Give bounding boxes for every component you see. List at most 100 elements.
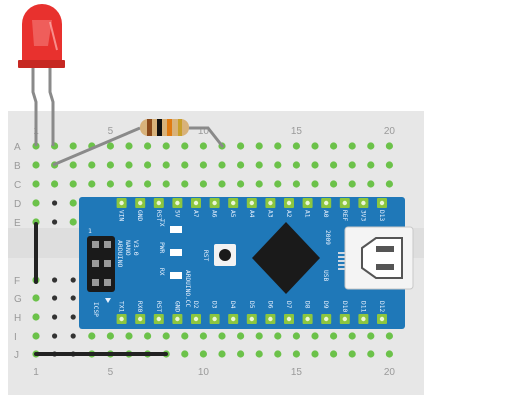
breadboard-hole bbox=[199, 180, 207, 188]
breadboard-hole bbox=[69, 142, 77, 150]
breadboard-hole bbox=[237, 332, 245, 340]
led-label-rx: RX bbox=[158, 268, 165, 276]
column-label-top-5: 5 bbox=[108, 126, 114, 137]
breadboard-hole bbox=[106, 142, 114, 150]
breadboard-hole bbox=[237, 350, 245, 358]
top-pin-label-a2: A2 bbox=[285, 210, 292, 218]
breadboard-hole bbox=[32, 332, 40, 340]
breadboard-hole bbox=[237, 180, 245, 188]
breadboard-hole bbox=[162, 180, 170, 188]
breadboard-hole bbox=[70, 295, 76, 301]
header-pin-hole bbox=[286, 316, 292, 322]
breadboard-hole bbox=[385, 180, 393, 188]
column-label-top-15: 15 bbox=[291, 126, 303, 137]
breadboard-hole bbox=[69, 199, 77, 207]
breadboard-hole bbox=[237, 142, 245, 150]
breadboard-hole bbox=[106, 161, 114, 169]
column-label-top-20: 20 bbox=[384, 126, 396, 137]
bottom-pin-label-tx1: TX1 bbox=[118, 301, 125, 312]
row-label-a: A bbox=[14, 142, 21, 153]
rx-led-icon bbox=[170, 272, 182, 279]
bottom-pin-label-d3: D3 bbox=[211, 301, 218, 309]
top-pin-label-a6: A6 bbox=[211, 210, 218, 218]
bottom-pin-label-rst: RST bbox=[155, 301, 162, 312]
header-pin-hole bbox=[212, 316, 217, 322]
icsp-pins bbox=[92, 241, 111, 286]
top-pin-label-rst: RST bbox=[155, 210, 162, 221]
breadboard-hole bbox=[52, 219, 58, 225]
header-pin-hole bbox=[193, 316, 199, 322]
breadboard-hole bbox=[255, 332, 263, 340]
top-pin-label-a5: A5 bbox=[229, 210, 236, 218]
header-pin-hole bbox=[175, 200, 180, 206]
breadboard-hole bbox=[255, 142, 263, 150]
top-pin-label-3v3: 3V3 bbox=[359, 210, 366, 221]
breadboard-hole bbox=[292, 350, 300, 358]
row-label-b: B bbox=[14, 161, 21, 172]
bottom-pin-label-d11: D11 bbox=[359, 301, 366, 312]
bottom-pin-label-d7: D7 bbox=[285, 301, 292, 309]
row-label-e: E bbox=[14, 218, 21, 229]
breadboard-hole bbox=[52, 295, 58, 301]
breadboard-hole bbox=[70, 333, 76, 339]
red-led-icon bbox=[18, 4, 65, 146]
breadboard-hole bbox=[162, 332, 170, 340]
breadboard-hole bbox=[311, 332, 319, 340]
top-pin-label-gnd: GND bbox=[136, 210, 143, 221]
header-pin-hole bbox=[379, 316, 385, 322]
resistor-icon bbox=[52, 119, 225, 167]
breadboard-hole bbox=[218, 332, 226, 340]
breadboard-hole bbox=[52, 333, 58, 339]
breadboard-hole bbox=[52, 200, 58, 206]
top-pin-label-5v: 5V bbox=[173, 210, 180, 218]
row-label-d: D bbox=[14, 199, 21, 210]
icsp-label: ICSP bbox=[92, 302, 99, 317]
breadboard-hole bbox=[88, 161, 96, 169]
breadboard-hole bbox=[32, 294, 40, 302]
usb-solder-pad bbox=[338, 260, 345, 262]
row-label-h: H bbox=[14, 313, 21, 324]
bottom-pin-label-gnd: GND bbox=[173, 301, 180, 312]
breadboard-hole bbox=[274, 142, 282, 150]
bottom-pin-label-d4: D4 bbox=[229, 301, 236, 309]
breadboard-hole bbox=[162, 142, 170, 150]
header-pin-hole bbox=[119, 316, 124, 322]
breadboard-hole bbox=[181, 350, 189, 358]
header-pin-hole bbox=[361, 316, 366, 322]
breadboard-hole bbox=[237, 161, 245, 169]
breadboard-hole bbox=[330, 161, 338, 169]
column-label-top-10: 10 bbox=[198, 126, 210, 137]
breadboard-hole bbox=[330, 142, 338, 150]
header-pin-hole bbox=[305, 316, 310, 322]
breadboard-hole bbox=[52, 314, 58, 320]
pwr-led-icon bbox=[170, 249, 182, 256]
breadboard-hole bbox=[367, 142, 375, 150]
top-pin-label-a3: A3 bbox=[266, 210, 273, 218]
header-pin-hole bbox=[342, 316, 347, 322]
breadboard-hole bbox=[32, 313, 40, 321]
bottom-pin-label-d12: D12 bbox=[378, 301, 385, 312]
breadboard-hole bbox=[218, 161, 226, 169]
breadboard-hole bbox=[125, 332, 133, 340]
breadboard-hole bbox=[88, 180, 96, 188]
breadboard-hole bbox=[144, 161, 152, 169]
row-label-f: F bbox=[14, 276, 20, 287]
breadboard-hole bbox=[70, 314, 76, 320]
breadboard-hole bbox=[125, 161, 133, 169]
usb-solder-pad bbox=[338, 252, 345, 254]
top-pin-label-d13: D13 bbox=[378, 210, 385, 221]
header-pin-hole bbox=[342, 200, 347, 206]
breadboard-hole bbox=[69, 218, 77, 226]
breadboard-hole bbox=[292, 142, 300, 150]
header-pin-hole bbox=[119, 200, 124, 206]
breadboard-hole bbox=[218, 350, 226, 358]
header-pin-hole bbox=[231, 316, 236, 322]
board-name: ARDUINO bbox=[116, 240, 124, 267]
breadboard-hole bbox=[348, 180, 356, 188]
usb-connector-icon bbox=[344, 226, 414, 290]
bottom-pin-label-d6: D6 bbox=[266, 301, 273, 309]
breadboard-hole bbox=[125, 142, 133, 150]
breadboard-hole bbox=[181, 161, 189, 169]
tx-led-icon bbox=[170, 226, 182, 233]
